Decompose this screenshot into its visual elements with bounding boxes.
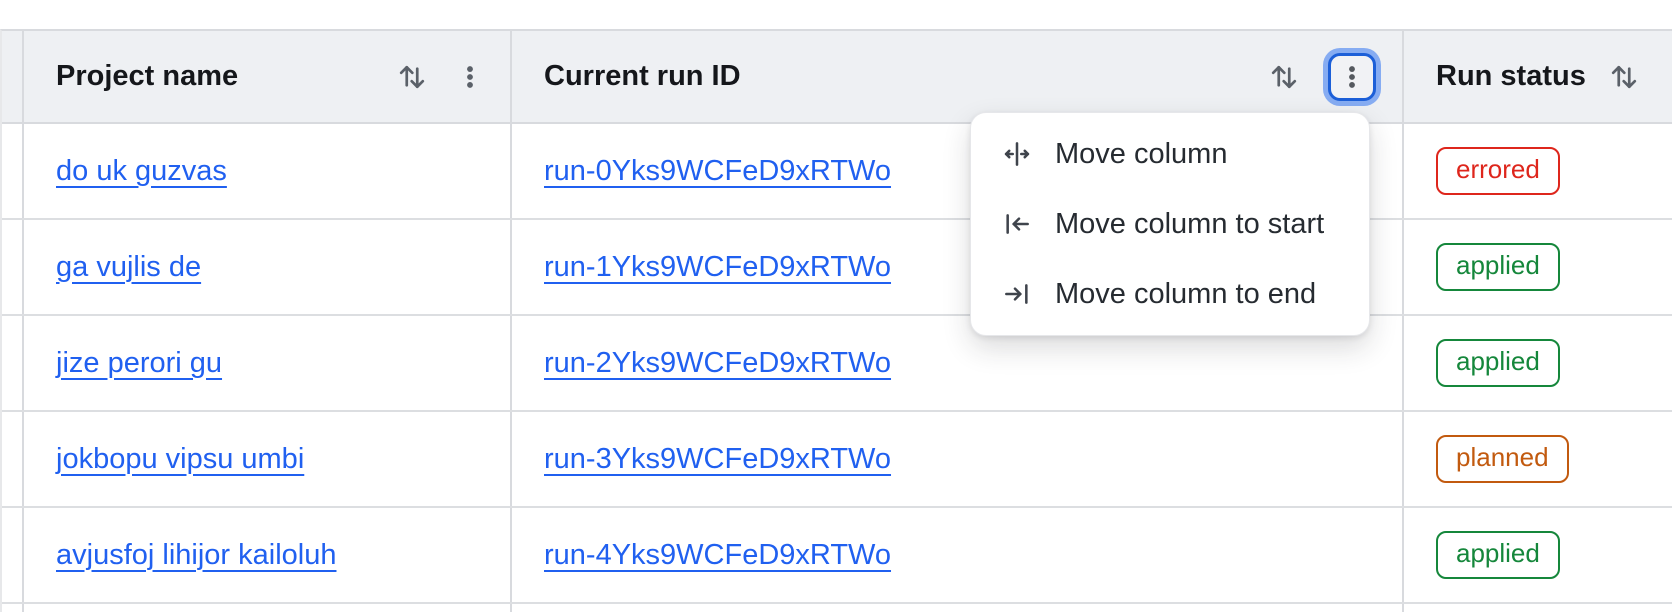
run-id-link[interactable]: run-1Yks9WCFeD9xRTWo <box>544 250 892 283</box>
table-row: avjusfoj lihijor kailoluh run-4Yks9WCFeD… <box>2 508 1672 604</box>
status-badge: applied <box>1436 339 1560 387</box>
menu-item-label: Move column to end <box>1055 277 1317 310</box>
run-id-cell: run-0Yks9WCFeD9xRTWo <box>512 124 1404 218</box>
menu-item-move-column[interactable]: Move column <box>971 119 1369 189</box>
project-name-link[interactable]: ga vujlis de <box>56 250 202 283</box>
run-id-link[interactable]: run-4Yks9WCFeD9xRTWo <box>544 538 892 571</box>
project-name-cell: jokbopu vipsu umbi <box>24 412 512 506</box>
move-column-to-end-icon <box>1005 284 1028 304</box>
header-current-run-id: Current run ID <box>512 31 1404 122</box>
project-name-header-label: Project name <box>56 60 239 92</box>
status-badge: errored <box>1436 147 1560 195</box>
header-project-name: Project name <box>24 31 512 122</box>
run-status-cell: planned <box>1404 412 1672 506</box>
run-id-cell: run-4Yks9WCFeD9xRTWo <box>512 508 1404 602</box>
run-id-link[interactable]: run-0Yks9WCFeD9xRTWo <box>544 154 892 187</box>
table-row-partial <box>2 604 1672 612</box>
project-name-link[interactable]: avjusfoj lihijor kailoluh <box>56 538 337 571</box>
menu-item-label: Move column to start <box>1055 207 1325 240</box>
project-name-link[interactable]: jize perori gu <box>56 346 223 379</box>
kebab-menu-icon <box>467 65 473 88</box>
run-id-link[interactable]: run-2Yks9WCFeD9xRTWo <box>544 346 892 379</box>
project-name-cell: do uk guzvas <box>24 124 512 218</box>
sort-arrows-icon <box>1271 65 1297 88</box>
current-run-id-options-button-focused[interactable] <box>1328 52 1376 101</box>
run-id-cell: run-3Yks9WCFeD9xRTWo <box>512 412 1404 506</box>
menu-item-move-column-to-start[interactable]: Move column to start <box>971 189 1369 259</box>
project-name-cell: avjusfoj lihijor kailoluh <box>24 508 512 602</box>
project-name-link[interactable]: jokbopu vipsu umbi <box>56 442 305 475</box>
sort-current-run-id-button[interactable] <box>1266 59 1302 95</box>
status-badge: applied <box>1436 531 1560 579</box>
sort-project-name-button[interactable] <box>394 59 430 95</box>
project-name-options-button[interactable] <box>456 63 484 91</box>
run-id-cell <box>512 604 1404 612</box>
header-run-status: Run status <box>1404 31 1672 122</box>
sort-arrows-icon <box>1611 65 1637 88</box>
menu-item-label: Move column <box>1055 137 1228 170</box>
row-gutter-cell <box>2 604 24 612</box>
row-gutter-cell <box>2 508 24 602</box>
table-body: do uk guzvas run-0Yks9WCFeD9xRTWo errore… <box>2 124 1672 612</box>
move-column-icon <box>1004 142 1030 166</box>
run-status-header-label: Run status <box>1436 60 1586 92</box>
current-run-id-header-label: Current run ID <box>544 60 741 92</box>
project-name-cell: ga vujlis de <box>24 220 512 314</box>
run-id-link[interactable]: run-3Yks9WCFeD9xRTWo <box>544 442 892 475</box>
header-gutter-cell <box>2 31 24 122</box>
run-status-cell: applied <box>1404 316 1672 410</box>
column-options-menu: Move column Move column to start Move co… <box>970 112 1370 336</box>
table-row: do uk guzvas run-0Yks9WCFeD9xRTWo errore… <box>2 124 1672 220</box>
move-column-to-start-icon <box>1006 214 1029 234</box>
kebab-menu-icon <box>1349 65 1355 88</box>
project-name-link[interactable]: do uk guzvas <box>56 154 227 187</box>
run-id-cell: run-2Yks9WCFeD9xRTWo <box>512 316 1404 410</box>
table-row: jize perori gu run-2Yks9WCFeD9xRTWo appl… <box>2 316 1672 412</box>
run-status-cell <box>1404 604 1672 612</box>
row-gutter-cell <box>2 220 24 314</box>
project-name-cell <box>24 604 512 612</box>
project-name-cell: jize perori gu <box>24 316 512 410</box>
run-status-cell: errored <box>1404 124 1672 218</box>
run-status-cell: applied <box>1404 508 1672 602</box>
table-row: ga vujlis de run-1Yks9WCFeD9xRTWo applie… <box>2 220 1672 316</box>
run-status-cell: applied <box>1404 220 1672 314</box>
run-id-cell: run-1Yks9WCFeD9xRTWo <box>512 220 1404 314</box>
status-badge: planned <box>1436 435 1569 483</box>
table-header-row: Project name <box>2 31 1672 124</box>
menu-item-move-column-to-end[interactable]: Move column to end <box>971 259 1369 329</box>
sort-arrows-icon <box>399 65 425 88</box>
projects-table: Project name <box>0 29 1672 612</box>
row-gutter-cell <box>2 412 24 506</box>
sort-run-status-button[interactable] <box>1606 59 1642 95</box>
row-gutter-cell <box>2 124 24 218</box>
row-gutter-cell <box>2 316 24 410</box>
status-badge: applied <box>1436 243 1560 291</box>
table-row: jokbopu vipsu umbi run-3Yks9WCFeD9xRTWo … <box>2 412 1672 508</box>
